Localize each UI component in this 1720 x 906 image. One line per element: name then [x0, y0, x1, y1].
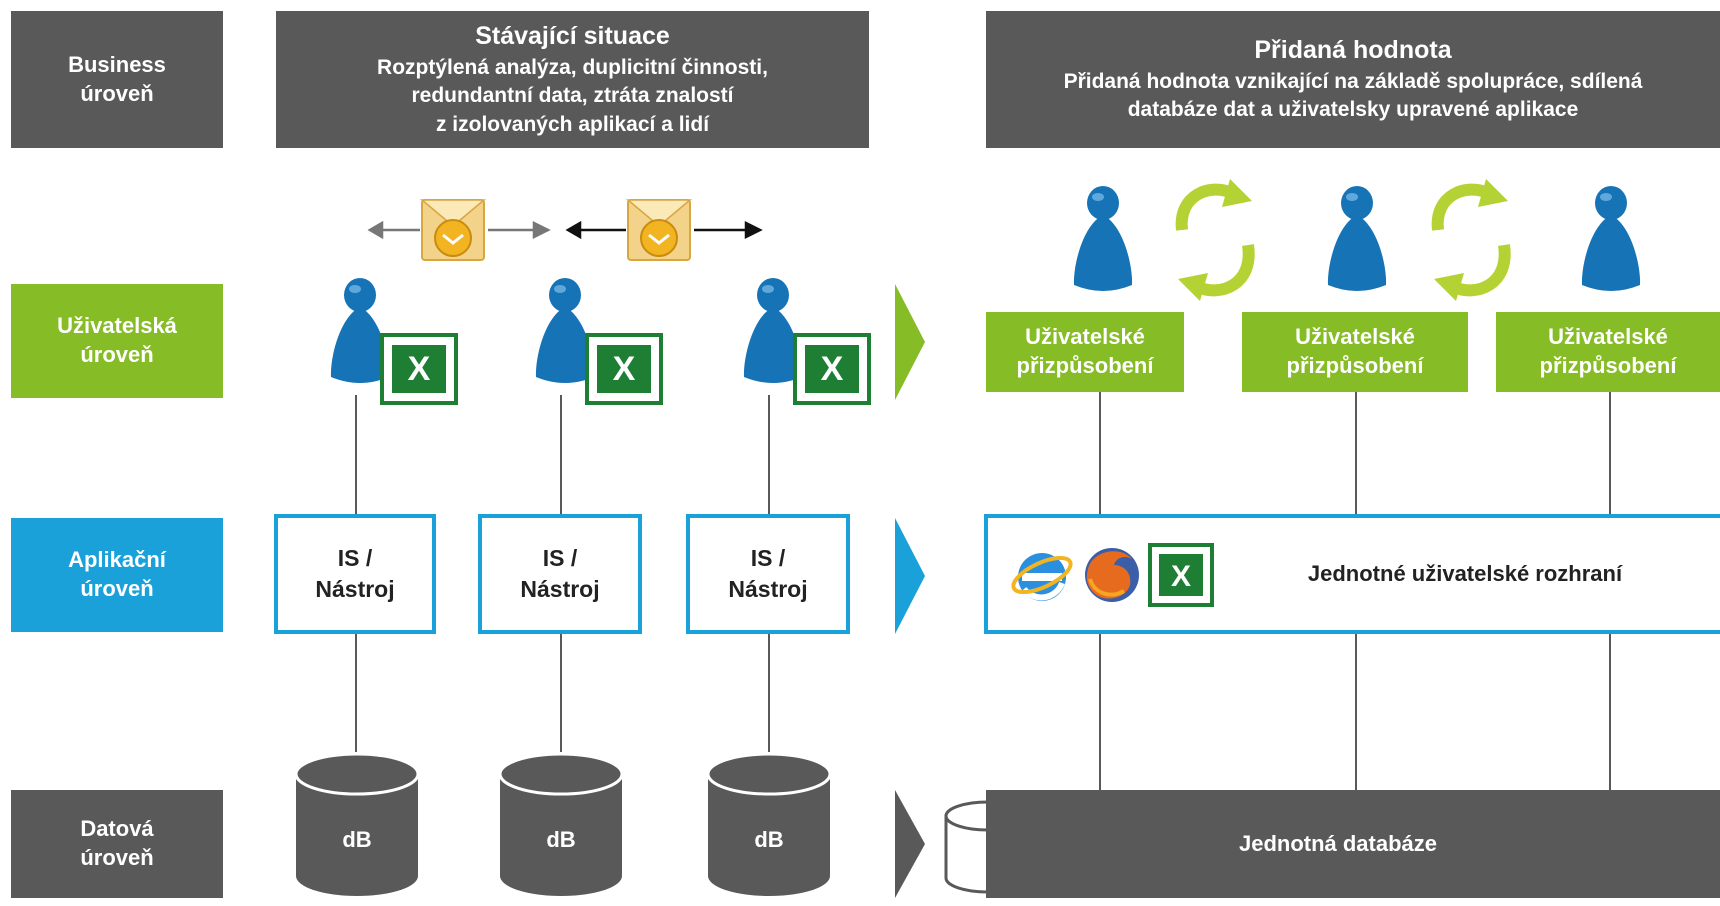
person-icon: [1073, 186, 1133, 291]
outlook-envelope-icon: [419, 199, 487, 261]
svg-text:X: X: [821, 350, 844, 388]
database-label-2: dB: [546, 826, 576, 852]
cycle-arrows-icon: [1431, 179, 1511, 301]
database-label-3: dB: [754, 826, 784, 852]
tool-box-3: IS /Nástroj: [686, 514, 850, 634]
unified-database-label: Jednotná databáze: [1238, 830, 1438, 856]
person-excel-1: X: [330, 278, 458, 405]
firefox-icon: [1085, 548, 1139, 602]
database-icon: [706, 752, 832, 896]
added-value-header: Přidaná hodnota Přidaná hodnota vznikají…: [986, 11, 1720, 148]
current-situation-header: Stávající situace Rozptýlená analýza, du…: [276, 11, 869, 148]
svg-text:X: X: [613, 350, 636, 388]
excel-icon: X: [585, 333, 663, 405]
outlook-envelope-icon: [625, 199, 693, 261]
database-icon: [498, 752, 624, 896]
person-icon: [743, 278, 803, 383]
current-situation-title: Stávající situace: [475, 22, 670, 51]
arrow-chevron-icon: [895, 518, 925, 634]
outlook-exchange-right: [565, 199, 763, 261]
person-icon: [330, 278, 390, 383]
excel-icon: X: [380, 333, 458, 405]
unified-database-box: Jednotná databáze: [986, 790, 1720, 898]
person-icon: [1327, 186, 1387, 291]
person-icon: [535, 278, 595, 383]
person-excel-2: X: [535, 278, 663, 405]
database-label-1: dB: [342, 826, 372, 852]
outlook-exchange-left: [367, 199, 551, 261]
arrow-chevron-icon: [895, 790, 925, 898]
person-icon: [1581, 186, 1641, 291]
tool-box-2: IS /Nástroj: [478, 514, 642, 634]
svg-text:X: X: [408, 350, 431, 388]
person-excel-3: X: [743, 278, 871, 405]
added-value-title: Přidaná hodnota: [1254, 36, 1452, 65]
database-icon: [294, 752, 420, 896]
cycle-arrows-icon: [1175, 179, 1255, 301]
svg-text:X: X: [1171, 560, 1191, 593]
arrow-chevron-icon: [895, 284, 925, 400]
excel-icon: X: [1148, 543, 1214, 607]
internet-explorer-icon: [1011, 553, 1073, 601]
unified-ui-label: Jednotné uživatelské rozhraní: [1307, 560, 1623, 586]
excel-icon: X: [793, 333, 871, 405]
tool-box-1: IS /Nástroj: [274, 514, 436, 634]
